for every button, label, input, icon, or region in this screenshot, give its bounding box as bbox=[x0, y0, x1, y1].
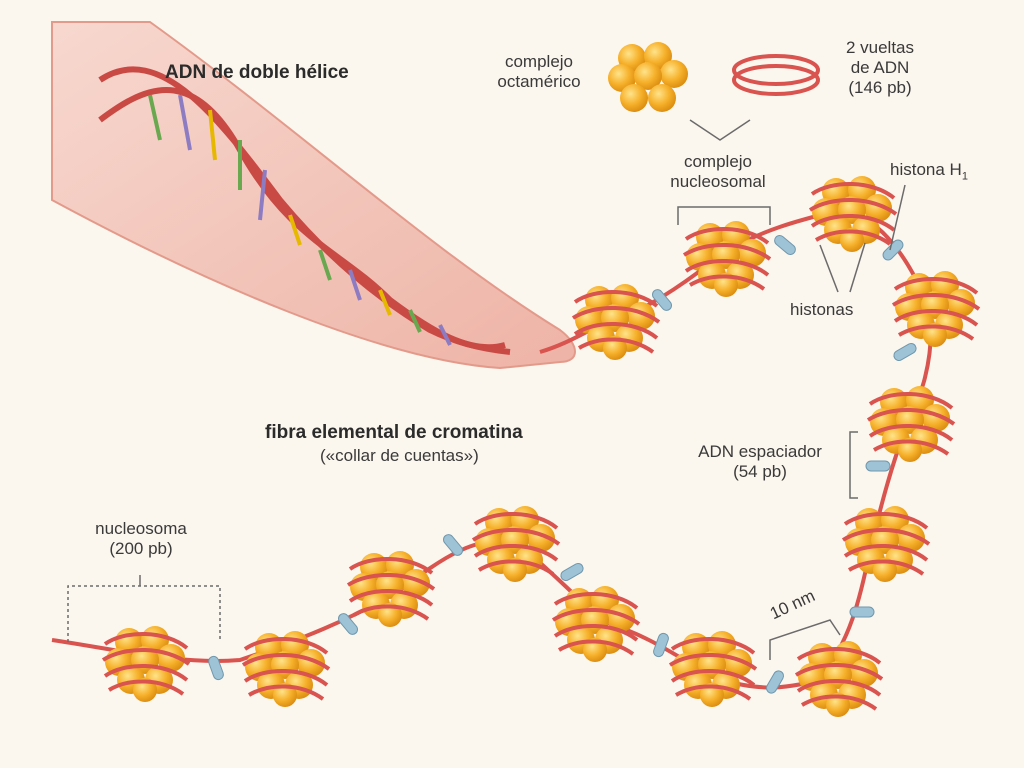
spacer-dna-label: ADN espaciador (54 pb) bbox=[698, 442, 822, 481]
fiber-title: fibra elemental de cromatina bbox=[265, 422, 523, 443]
octamer-label: complejo octamérico bbox=[497, 52, 581, 91]
nucleosomal-label: complejo nucleosomal bbox=[670, 152, 766, 191]
nucleosome-label: nucleosoma (200 pb) bbox=[95, 519, 187, 558]
fiber-subtitle: («collar de cuentas») bbox=[320, 446, 479, 465]
annotation-lines bbox=[67, 119, 906, 660]
helix-title: ADN de doble hélice bbox=[165, 62, 349, 83]
double-helix bbox=[51, 21, 576, 370]
octamer-icon bbox=[608, 42, 688, 112]
turns-label: 2 vueltas de ADN (146 pb) bbox=[845, 38, 915, 97]
dna-turns-icon bbox=[732, 54, 820, 96]
histone-h1-label: histona H1 bbox=[890, 160, 968, 183]
histones-label: histonas bbox=[790, 300, 854, 319]
